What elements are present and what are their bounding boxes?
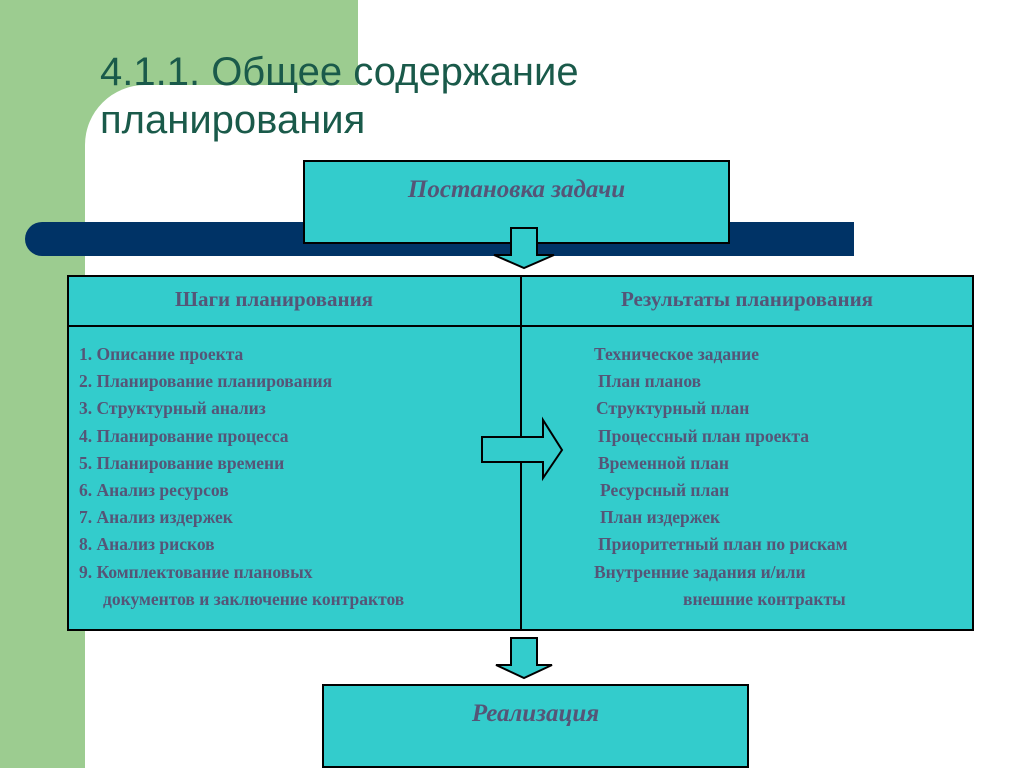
result-item: План планов (598, 371, 702, 392)
down-arrow-top-icon (493, 227, 555, 270)
step-item: 2. Планирование планирования (79, 371, 333, 392)
step-item: 7. Анализ издержек (79, 507, 233, 528)
result-item: План издержек (600, 507, 721, 528)
task-definition-label: Постановка задачи (407, 176, 626, 203)
steps-header: Шаги планирования (174, 287, 374, 311)
step-item: 1. Описание проекта (79, 344, 244, 364)
slide-title: 4.1.1. Общее содержание планирования (100, 48, 800, 144)
result-item: Приоритетный план по рискам (598, 534, 848, 555)
step-item: 9. Комплектование плановых (79, 561, 313, 582)
down-arrow-bottom-icon (495, 637, 553, 680)
results-header: Результаты планирования (620, 287, 874, 311)
step-item: 8. Анализ рисков (79, 534, 215, 555)
result-item: Структурный план (596, 398, 750, 419)
table-header-divider (69, 325, 972, 327)
implementation-box: Реализация (322, 684, 749, 768)
results-list: Техническое задание План планов Структур… (522, 341, 848, 613)
step-item: 3. Структурный анализ (79, 398, 266, 419)
step-item: 6. Анализ ресурсов (79, 480, 229, 501)
result-item: внешние контракты (683, 588, 846, 609)
right-arrow-icon (481, 416, 564, 482)
title-line-1: 4.1.1. Общее содержание (100, 50, 579, 94)
planning-table: Шаги планирования Результаты планировани… (67, 275, 974, 631)
step-item-continuation: документов и заключение контрактов (103, 588, 405, 609)
steps-list: 1. Описание проекта 2. Планирование план… (79, 341, 404, 613)
result-item: Техническое задание (594, 344, 760, 364)
step-item: 5. Планирование времени (79, 452, 285, 473)
result-item: Внутренние задания и/или (594, 561, 806, 582)
result-item: Временной план (598, 452, 729, 473)
title-line-2: планирования (100, 98, 366, 142)
step-item: 4. Планирование процесса (79, 425, 289, 446)
implementation-label: Реализация (471, 700, 600, 727)
result-item: Ресурсный план (600, 480, 730, 501)
result-item: Процессный план проекта (598, 425, 809, 446)
